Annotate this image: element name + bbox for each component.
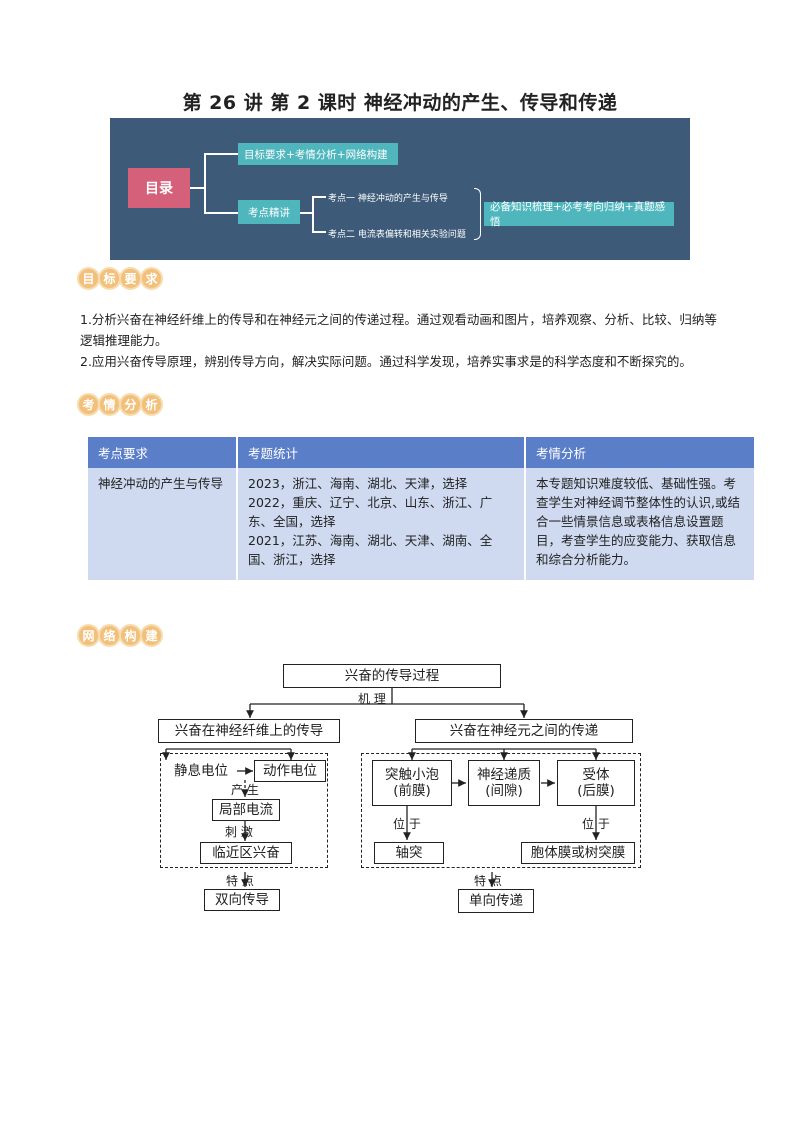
synapse-group	[361, 753, 641, 868]
map-bidirectional: 双向传导	[204, 889, 280, 911]
connector	[312, 196, 326, 198]
map-axon: 轴突	[374, 842, 444, 864]
map-root: 兴奋的传导过程	[283, 664, 501, 688]
fiber-group	[160, 753, 328, 868]
catalog-banner	[110, 118, 690, 260]
section-badge-network: 网 络 构 建	[77, 624, 163, 647]
catalog-sub-1[interactable]: 考点一 神经冲动的产生与传导	[328, 194, 448, 204]
section-badge-analysis: 考 情 分 析	[77, 393, 163, 416]
edge-label-stimulate: 刺 激	[225, 825, 253, 839]
connector	[300, 212, 312, 214]
badge-char: 建	[140, 624, 163, 647]
table-cell-stats: 2023，浙江、海南、湖北、天津，选择 2022，重庆、辽宁、北京、山东、浙江、…	[237, 468, 526, 580]
map-unidirectional: 单向传递	[458, 889, 534, 913]
table-cell-requirement: 神经冲动的产生与传导	[88, 468, 238, 580]
connector	[190, 187, 204, 189]
badge-char: 要	[119, 267, 142, 290]
map-adjacent-excitation: 临近区兴奋	[200, 842, 292, 864]
catalog-label: 目录	[128, 168, 190, 208]
table-header: 考情分析	[525, 437, 756, 468]
catalog-item-knowledge[interactable]: 必备知识梳理+必考考向归纳+真题感悟	[484, 201, 674, 228]
edge-label-produce: 产 生	[231, 783, 259, 797]
connector	[204, 153, 238, 155]
connector	[204, 212, 238, 214]
map-vesicle: 突触小泡 (前膜)	[372, 760, 452, 806]
page-title: 第 26 讲 第 2 课时 神经冲动的产生、传导和传递	[182, 92, 618, 114]
map-synapse-title: 兴奋在神经元之间的传递	[415, 719, 633, 743]
objective-1: 1.分析兴奋在神经纤维上的传导和在神经元之间的传递过程。通过观看动画和图片，培养…	[80, 312, 717, 348]
badge-char: 考	[77, 393, 100, 416]
map-cell-membrane: 胞体膜或树突膜	[521, 842, 635, 864]
stats-line: 2022，重庆、辽宁、北京、山东、浙江、广东、全国，选择	[248, 495, 493, 529]
connector	[204, 153, 206, 213]
catalog-sub-2[interactable]: 考点二 电流表偏转和相关实验问题	[328, 230, 466, 240]
map-resting-potential: 静息电位	[166, 760, 236, 782]
connector	[312, 231, 326, 233]
map-neurotransmitter: 神经递质 (间隙)	[468, 760, 540, 806]
connector	[312, 196, 314, 232]
badge-char: 求	[140, 267, 163, 290]
table-cell-analysis: 本专题知识难度较低、基础性强。考查学生对神经调节整体性的认识,或结合一些情景信息…	[525, 468, 756, 580]
table-row: 神经冲动的产生与传导 2023，浙江、海南、湖北、天津，选择 2022，重庆、辽…	[88, 468, 756, 580]
edge-label-feature-right: 特 点	[474, 874, 502, 888]
edge-label-located-2: 位 于	[582, 817, 610, 831]
map-fiber-title: 兴奋在神经纤维上的传导	[158, 719, 340, 743]
catalog-item-goals[interactable]: 目标要求+考情分析+网络构建	[238, 143, 398, 165]
map-receptor: 受体 (后膜)	[557, 760, 635, 806]
table-header: 考题统计	[237, 437, 526, 468]
table-header: 考点要求	[88, 437, 238, 468]
badge-char: 析	[140, 393, 163, 416]
objective-2: 2.应用兴奋传导原理，辨别传导方向，解决实际问题。通过科学发现，培养实事求是的科…	[80, 354, 692, 369]
stats-line: 2023，浙江、海南、湖北、天津，选择	[248, 476, 468, 491]
edge-label-mechanism: 机 理	[358, 692, 386, 706]
catalog-item-keypoints[interactable]: 考点精讲	[238, 200, 300, 224]
map-action-potential: 动作电位	[254, 760, 326, 782]
exam-analysis-table: 考点要求 考题统计 考情分析 神经冲动的产生与传导 2023，浙江、海南、湖北、…	[88, 437, 756, 580]
map-local-current: 局部电流	[212, 799, 280, 821]
edge-label-feature-left: 特 点	[226, 874, 254, 888]
edge-label-located-1: 位 于	[393, 817, 421, 831]
section-badge-goals: 目 标 要 求	[77, 267, 163, 290]
stats-line: 2021，江苏、海南、湖北、天津、湖南、全国、浙江，选择	[248, 533, 493, 567]
